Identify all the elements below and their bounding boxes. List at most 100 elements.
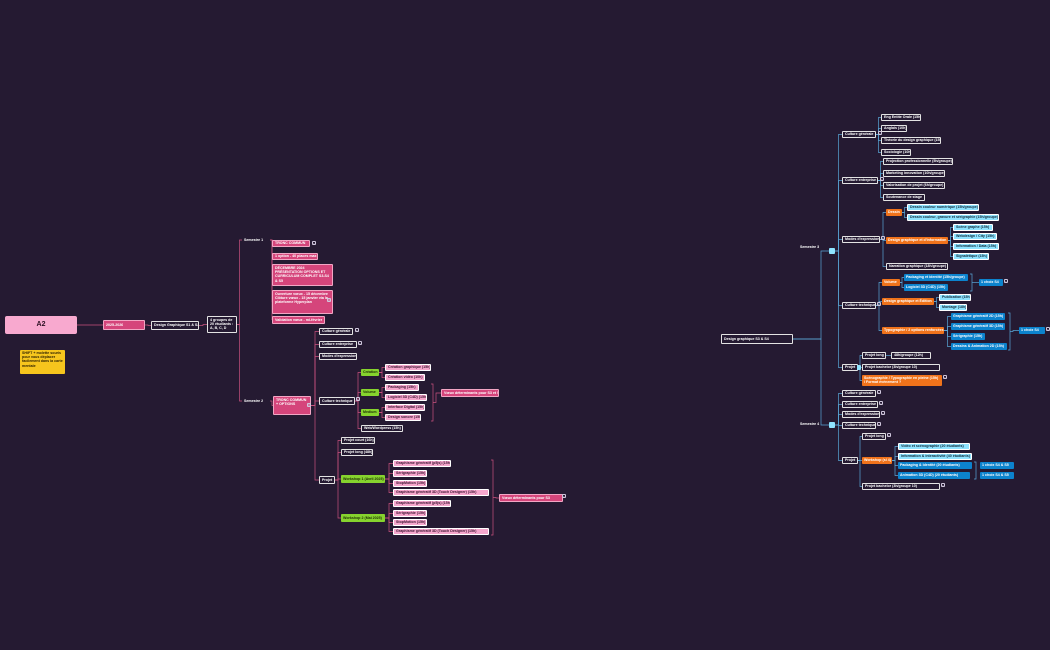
node-s2-web[interactable]: Web/Wordpress (15h) — [361, 425, 403, 432]
node-ws2-a[interactable]: Graphisme génératif (p5js) (15h) — [393, 500, 451, 507]
note-icon[interactable]: ⌐ — [881, 411, 885, 415]
node-s3-theorie[interactable]: Théorie du design graphique (15h) — [881, 137, 941, 144]
note-icon[interactable]: ⌐ — [1046, 327, 1050, 331]
node-sem1[interactable]: Semestre 1 — [244, 237, 264, 242]
note-icon[interactable]: ⌐ — [878, 131, 882, 135]
node-s2-packaging[interactable]: Packaging (15h) — [385, 384, 419, 391]
node-s1-decembre[interactable]: DÉCEMBRE 2024 PRÉSENTATION OPTIONS ET CU… — [272, 264, 333, 286]
note-icon[interactable]: ⌐ — [941, 483, 945, 487]
node-groupes[interactable]: 4 groupes de 20 étudiants : A, B, C, D — [207, 316, 237, 333]
note-icon[interactable]: ⌐ — [1004, 279, 1008, 283]
node-s2-logiciel[interactable]: Logiciel 3D (C4D) (15h) — [385, 394, 427, 401]
node-s3-scenogra[interactable]: Scénographie / Typographie en pleine (15… — [862, 375, 942, 386]
node-s3-dessin-num[interactable]: Dessin couleur numérique (15h/groupe) — [907, 204, 979, 211]
node-dg34[interactable]: Design graphique S3 & S4 — [721, 334, 793, 344]
node-s4-pack[interactable]: Packaging & Identité (20 étudiants) — [898, 462, 972, 469]
node-ws1-d[interactable]: Graphisme génératif 3D (Touch Designer) … — [393, 489, 489, 496]
node-s4-video[interactable]: Vidéo et scénographie (20 étudiants) — [898, 443, 970, 450]
node-s4-ce[interactable]: Culture entreprise — [842, 401, 878, 408]
note-icon[interactable]: ⧉ — [327, 298, 331, 302]
node-s3-dessin-grav[interactable]: Dessin couleur, gravure et sérigraphie (… — [907, 214, 999, 221]
node-sem2[interactable]: Semestre 2 — [244, 398, 264, 403]
note-icon[interactable]: ⌐ — [312, 241, 316, 245]
node-s2-me[interactable]: Modes d'expression — [319, 353, 357, 360]
node-s3-dessin[interactable]: Dessin — [886, 209, 902, 216]
node-s4-anim[interactable]: Animation 3D (C4D) (20 étudiants) — [898, 472, 970, 479]
node-s3-valorisation[interactable]: Valorisation de projet (6h/groupe) — [883, 182, 945, 189]
node-s3-pbachelor[interactable]: Projet bachelor (3h/groupe 10) — [862, 364, 940, 371]
node-s3-socio[interactable]: Sociologie (10h) — [881, 149, 911, 156]
note-icon[interactable]: ⌐ — [877, 390, 881, 394]
node-ws2-c[interactable]: StopMotion (15h) — [393, 519, 427, 526]
node-s2-creation[interactable]: Création — [361, 369, 379, 376]
node-s4-cg[interactable]: Culture générale — [842, 390, 876, 397]
node-s3-plong[interactable]: Projet long — [862, 352, 886, 359]
node-s3-ct[interactable]: Culture technique — [842, 302, 876, 309]
junction-sq-sem3[interactable] — [829, 248, 835, 254]
node-s3-montage[interactable]: Montage (18h) — [939, 304, 967, 311]
node-s3-choix2[interactable]: 1 choix S4 — [1019, 327, 1045, 334]
note-icon[interactable]: ⌐ — [355, 328, 359, 332]
note-icon[interactable]: ⌐ — [879, 401, 883, 405]
node-ws1-a[interactable]: Graphisme génératif (p5js) (15h) — [393, 460, 451, 467]
node-s4-choix-b[interactable]: 1 choix S4 & S5 — [980, 472, 1014, 479]
node-s3-typo[interactable]: Typographie / 2 options renforcées — [882, 327, 944, 334]
node-s2-ce[interactable]: Culture entreprise — [319, 341, 357, 348]
node-s3-anglais[interactable]: Anglais (10h) — [881, 125, 907, 132]
node-note[interactable]: SHIFT + molette souris pour vous déplace… — [20, 350, 65, 374]
node-s3-publication[interactable]: Publication (15h) — [939, 294, 971, 301]
note-icon[interactable]: ⌐ — [880, 177, 884, 181]
node-s3-scene[interactable]: Scène graphe (15h) — [953, 224, 993, 231]
node-s3-info[interactable]: Information / Data (15h) — [953, 243, 999, 250]
node-year[interactable]: 2025-2026 — [103, 320, 145, 330]
node-dg12[interactable]: Design Graphique S1 & S2 — [151, 321, 199, 330]
note-icon[interactable]: ⌐ — [356, 397, 360, 401]
node-s4-projet[interactable]: Projet — [842, 457, 858, 464]
node-s2-cg[interactable]: Culture générale — [319, 328, 353, 335]
node-s3-log3d[interactable]: Logiciel 3D (C4D) (15h) — [904, 284, 948, 291]
node-s4-me[interactable]: Modes d'expression — [842, 411, 880, 418]
note-icon[interactable]: ⌐ — [877, 302, 881, 306]
node-ws1[interactable]: Workshop 1 (Avril 2025) — [341, 475, 385, 483]
node-s4-workshop[interactable]: Workshop (sl 4) — [862, 457, 892, 464]
note-icon[interactable]: ⌐ — [943, 375, 947, 379]
node-s3-ggen3d[interactable]: Graphisme génératif 3D (15h) — [951, 323, 1005, 330]
node-s4-infointer[interactable]: Information & interactivité (40 étudiant… — [898, 453, 972, 460]
node-s3-plong-grp[interactable]: 48h/groupe (12h) — [891, 352, 931, 359]
node-sem4[interactable]: Semestre 4 — [800, 421, 820, 426]
node-s2-voeux2[interactable]: Vœux déterminants pour S3 — [499, 494, 563, 502]
node-s2-interface[interactable]: Interface Digital (15h) — [385, 404, 425, 411]
node-s2-cvideo[interactable]: Création vidéo (10h) — [385, 374, 425, 381]
node-s3-projpro[interactable]: Projection professionnelle (5h/groupe) — [883, 158, 953, 165]
node-s2-volume[interactable]: Volume — [361, 389, 379, 396]
junction-sq-s3projet[interactable] — [857, 365, 861, 370]
node-s3-projet[interactable]: Projet — [842, 364, 858, 371]
node-s4-plong[interactable]: Projet long — [862, 433, 886, 440]
node-s2-pcourt[interactable]: Projet court (16h) — [341, 437, 375, 444]
node-s3-me[interactable]: Modes d'expression — [842, 236, 880, 243]
note-icon[interactable]: ⌐ — [887, 433, 891, 437]
node-s2-plong[interactable]: Projet long (48h) — [341, 449, 373, 456]
node-s3-narration[interactable]: Narration graphique (18h/groupe) — [886, 263, 948, 270]
node-s3-eng[interactable]: Eng Entite Orale (15h) — [881, 114, 921, 121]
node-s1-ouverture[interactable]: Ouverture vœux - 15 décembre Clôture vœu… — [272, 290, 333, 314]
node-s2-ct[interactable]: Culture technique — [319, 397, 355, 405]
node-s3-ce[interactable]: Culture entreprise — [842, 177, 878, 184]
node-s2-tronc[interactable]: TRONC COMMUN + OPTIONS — [273, 396, 311, 415]
note-icon[interactable]: ⌐ — [881, 236, 885, 240]
node-s4-choix-a[interactable]: 1 choix S4 & S5 — [980, 462, 1014, 469]
node-sem3[interactable]: Semestre 3 — [800, 244, 820, 249]
node-s3-dessins[interactable]: Dessins & Animation 2D (15h) — [951, 343, 1007, 350]
node-s4-pbachelor[interactable]: Projet bachelor (3h/groupe 10) — [862, 483, 940, 490]
node-ws2-b[interactable]: Sérigraphie (15h) — [393, 510, 427, 517]
node-s2-sonore[interactable]: Design sonore (15h) — [385, 414, 421, 421]
node-s1-validation[interactable]: Validation vœux - mi-février — [272, 316, 325, 324]
node-s3-ggen2d[interactable]: Graphisme génératif 2D (15h) — [951, 313, 1005, 320]
node-s1-tronc[interactable]: TRONC COMMUN — [272, 240, 310, 247]
node-s2-cgraph[interactable]: Création graphique (15h) — [385, 364, 431, 371]
node-s2-projet[interactable]: Projet — [319, 476, 335, 484]
node-s3-pack[interactable]: Packaging et identité (15h/groupe) — [904, 274, 968, 281]
node-s3-cg[interactable]: Culture générale — [842, 131, 876, 138]
node-s4-ct[interactable]: Culture technique — [842, 422, 876, 429]
